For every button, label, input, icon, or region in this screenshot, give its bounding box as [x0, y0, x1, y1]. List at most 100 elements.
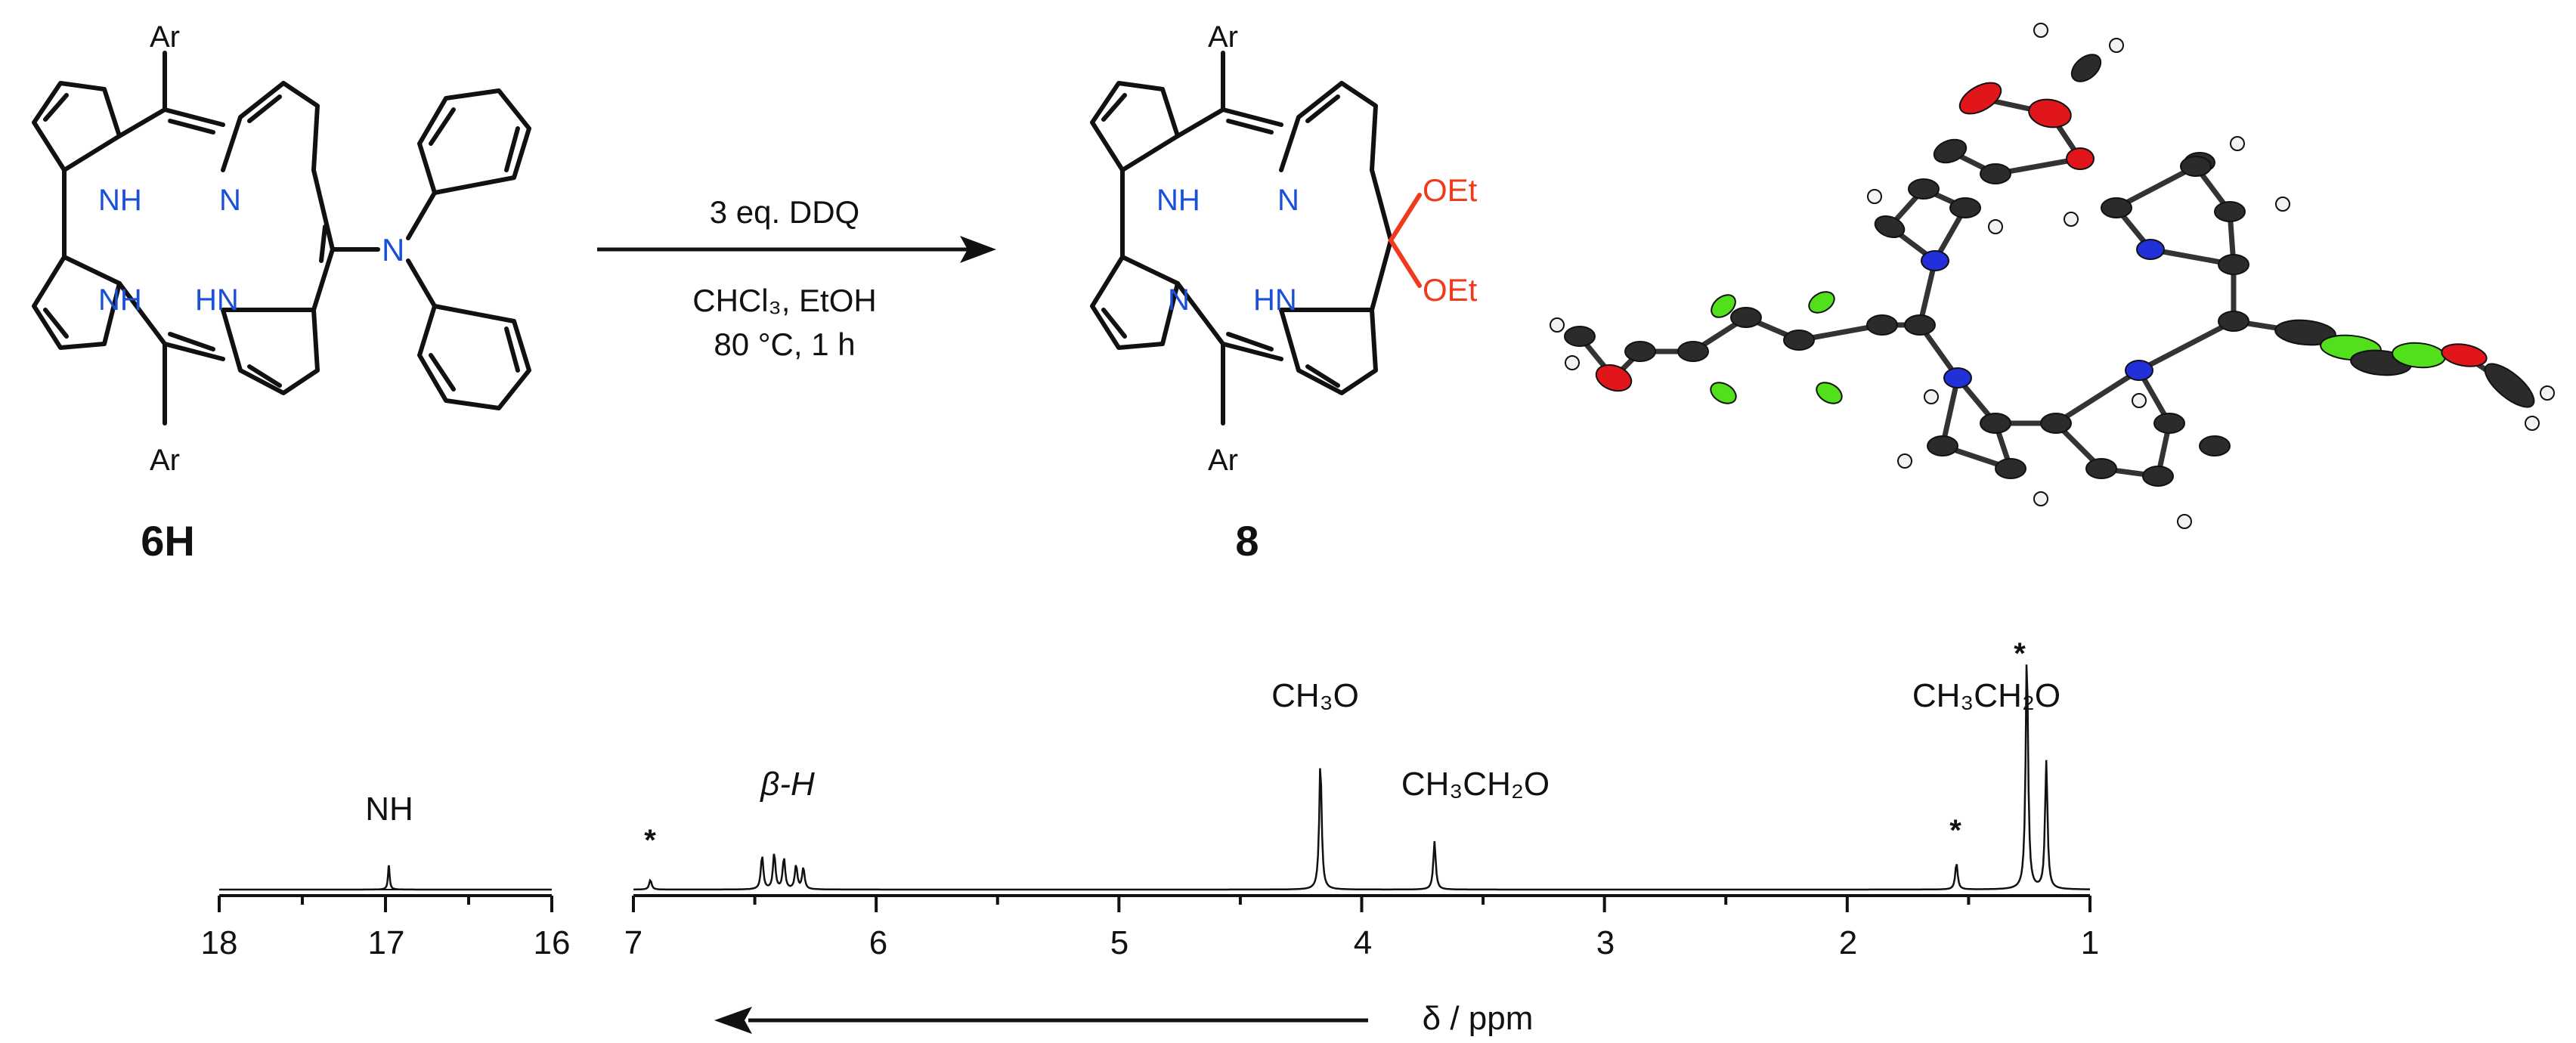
peak-label-nh: NH	[365, 791, 413, 828]
hydrogen-atom	[1867, 189, 1882, 204]
reactant-nh-bottom: NH	[98, 283, 142, 317]
fluorine-atom	[1816, 382, 1843, 404]
hydrogen-atom	[2230, 136, 2245, 151]
peak-label-ch3o: CH₃O	[1271, 677, 1359, 714]
fluorine-atom	[1710, 382, 1737, 404]
hydrogen-atom	[2033, 491, 2048, 506]
tick-label-5: 5	[1110, 924, 1129, 961]
carbon-atom	[1980, 163, 2011, 184]
nitrogen-atom	[1943, 367, 1972, 388]
tick-label-6: 6	[869, 924, 887, 961]
fluorine-atom	[1808, 291, 1835, 314]
carbon-atom	[1677, 341, 1709, 362]
carbon-atom	[2070, 54, 2102, 82]
solvent-text: CHCl₃, EtOH	[692, 283, 876, 318]
nmr-spectrum	[218, 664, 2091, 912]
product-oet-bottom: OEt	[1423, 272, 1478, 308]
reactant-n-top: N	[219, 184, 241, 217]
hydrogen-atom	[1897, 453, 1912, 469]
hydrogen-atom	[2525, 416, 2540, 431]
conditions-text: 80 °C, 1 h	[714, 327, 855, 362]
product-label: 8	[1235, 517, 1259, 565]
crystal-bond	[1917, 260, 1938, 326]
tick-label-3: 3	[1596, 924, 1615, 961]
hydrogen-atom	[2540, 385, 2555, 401]
tick-label-16: 16	[534, 924, 571, 961]
carbon-atom	[2085, 458, 2117, 479]
carbon-atom	[2101, 197, 2132, 218]
reactant-nh-top: NH	[98, 184, 142, 217]
solvent-mark-3: *	[2014, 637, 2026, 670]
carbon-atom	[2218, 254, 2249, 275]
shift-direction-arrow	[714, 1007, 1368, 1034]
tick-label-2: 2	[1839, 924, 1857, 961]
reactant-ar-top: Ar	[150, 20, 180, 54]
peak-label-ch3ch2o-b: CH₃CH₂O	[1912, 677, 2060, 714]
product-hn-bottom: HN	[1253, 283, 1297, 317]
product-n-top: N	[1277, 184, 1299, 217]
solvent-mark-1: *	[644, 824, 656, 857]
tick-label-7: 7	[624, 924, 642, 961]
oxygen-atom	[2028, 98, 2072, 128]
oxygen-atom	[2441, 343, 2488, 367]
crystal-structure-image	[1550, 23, 2555, 529]
hydrogen-atom	[2132, 393, 2147, 408]
carbon-atom	[2218, 311, 2249, 332]
carbon-atom	[2142, 466, 2174, 487]
carbon-atom	[2180, 156, 2212, 177]
hydrogen-atom	[2275, 197, 2290, 212]
hydrogen-atom	[2064, 212, 2079, 227]
tick-label-17: 17	[368, 924, 405, 961]
crystal-bond	[2115, 163, 2197, 211]
oxygen-atom	[1958, 82, 2002, 115]
carbon-atom	[1904, 314, 1936, 336]
carbon-atom	[1624, 341, 1656, 362]
reactant-6h-structure	[32, 51, 531, 426]
carbon-atom	[1995, 458, 2026, 479]
hydrogen-atom	[2033, 23, 2048, 38]
product-ar-bottom: Ar	[1208, 444, 1238, 477]
carbon-atom	[2484, 363, 2535, 408]
product-8-structure	[1090, 51, 1422, 426]
tick-label-18: 18	[201, 924, 238, 961]
product-oet-top: OEt	[1423, 172, 1478, 208]
crystal-bond	[1940, 377, 1961, 447]
carbon-atom	[1933, 138, 1968, 164]
carbon-atom	[1866, 314, 1898, 336]
hydrogen-atom	[1550, 317, 1565, 333]
fluorine-atom	[1711, 294, 1736, 318]
product-n-bottom: N	[1168, 283, 1190, 317]
spectrum-trace-left	[219, 865, 552, 891]
carbon-atom	[1980, 413, 2011, 434]
carbon-atom	[2040, 413, 2072, 434]
carbon-atom	[1908, 178, 1940, 200]
hydrogen-atom	[1565, 355, 1580, 370]
oxygen-atom	[2066, 147, 2095, 170]
peak-label-beta-h: β-H	[759, 766, 815, 803]
crystal-bond	[2054, 368, 2141, 426]
carbon-atom	[2199, 435, 2231, 457]
carbon-atom	[2153, 413, 2185, 434]
product-ar-top: Ar	[1208, 20, 1238, 54]
carbon-atom	[1730, 307, 1762, 328]
solvent-mark-2: *	[1949, 814, 1961, 847]
reactant-hn-bottom: HN	[195, 283, 239, 317]
nitrogen-atom	[1921, 250, 1949, 271]
axis-title: δ / ppm	[1423, 1000, 1534, 1037]
nitrogen-atom	[2125, 360, 2153, 381]
reactant-amine-n: N	[382, 232, 404, 268]
reactant-label: 6H	[141, 517, 195, 565]
tick-label-1: 1	[2081, 924, 2099, 961]
carbon-atom	[1874, 215, 1906, 239]
crystal-bond	[2138, 318, 2235, 373]
hydrogen-atom	[1924, 389, 1939, 404]
hydrogen-atom	[2109, 38, 2124, 53]
carbon-atom	[1564, 326, 1596, 347]
carbon-atom	[1783, 330, 1815, 351]
product-nh-top: NH	[1156, 184, 1200, 217]
carbon-atom	[2274, 319, 2336, 346]
reactant-ar-bottom: Ar	[150, 444, 180, 477]
oxygen-atom	[1595, 364, 1633, 392]
carbon-atom	[1949, 197, 1981, 218]
